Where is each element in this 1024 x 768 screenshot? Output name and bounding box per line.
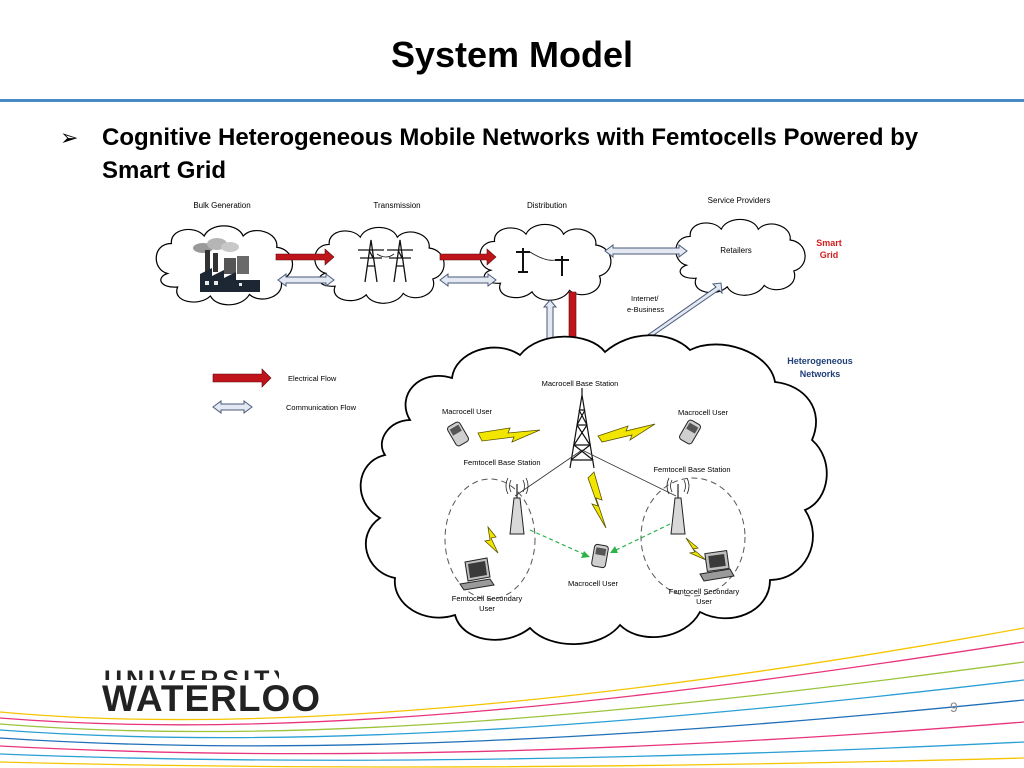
legend: Electrical Flow Communication Flow — [212, 368, 357, 414]
legend-electrical-arrow — [212, 368, 272, 388]
label-transmission: Transmission — [373, 201, 420, 210]
label-femto-secondary-right-1: Femtocell Secondary — [669, 587, 740, 596]
title-divider — [0, 99, 1024, 102]
label-ebusiness: e-Business — [627, 305, 664, 314]
femtocell-coverage — [444, 477, 746, 600]
label-macrocell-user-left: Macrocell User — [442, 407, 493, 416]
slide-title: System Model — [390, 34, 634, 75]
phone-icon — [591, 543, 609, 569]
label-femto-secondary-right-2: User — [696, 597, 712, 606]
femto-interference-arrows — [529, 523, 671, 557]
label-networks: Networks — [800, 369, 841, 379]
label-femto-secondary-left-1: Femtocell Secondary — [452, 594, 523, 603]
label-retailers: Retailers — [720, 246, 752, 255]
page-number: 9 — [950, 699, 958, 715]
label-macrocell-user-right: Macrocell User — [678, 408, 729, 417]
logo-university-line: UNIVERSITY OF — [104, 666, 279, 680]
femtocell-icon — [666, 477, 690, 535]
communication-flow-arrows — [277, 244, 723, 363]
label-bulk-generation: Bulk Generation — [193, 201, 250, 210]
laptop-icon — [699, 549, 735, 582]
label-service-providers: Service Providers — [708, 196, 771, 205]
bullet-text: Cognitive Heterogeneous Mobile Networks … — [102, 124, 919, 184]
label-distribution: Distribution — [527, 201, 567, 210]
label-macrocell-base-station: Macrocell Base Station — [542, 379, 619, 388]
distribution-pole-icon — [516, 248, 569, 276]
bullet-arrow-icon: ➢ — [60, 126, 79, 151]
label-femtocell-bs-left: Femtocell Base Station — [463, 458, 540, 467]
lightning-icon — [477, 423, 707, 561]
label-femtocell-bs-right: Femtocell Base Station — [653, 465, 730, 474]
logo-waterloo-wordmark: WATERLOO — [102, 678, 322, 719]
factory-icon — [193, 238, 260, 292]
legend-communication-label: Communication Flow — [286, 403, 357, 412]
label-grid: Grid — [820, 250, 839, 260]
label-macrocell-user-bottom: Macrocell User — [568, 579, 619, 588]
phone-icon — [679, 419, 701, 445]
label-femto-secondary-left-2: User — [479, 604, 495, 613]
label-internet: Internet/ — [631, 294, 659, 303]
backhaul-lines — [514, 449, 677, 497]
legend-electrical-label: Electrical Flow — [288, 374, 337, 383]
phone-icon — [447, 421, 469, 447]
label-heterogeneous: Heterogeneous — [787, 356, 853, 366]
legend-communication-arrow — [212, 400, 253, 414]
laptop-icon — [459, 557, 495, 591]
cell-tower-icon — [569, 388, 595, 469]
femtocell-icon — [505, 477, 529, 535]
label-smart: Smart — [816, 238, 842, 248]
transmission-tower-icon — [358, 239, 413, 283]
